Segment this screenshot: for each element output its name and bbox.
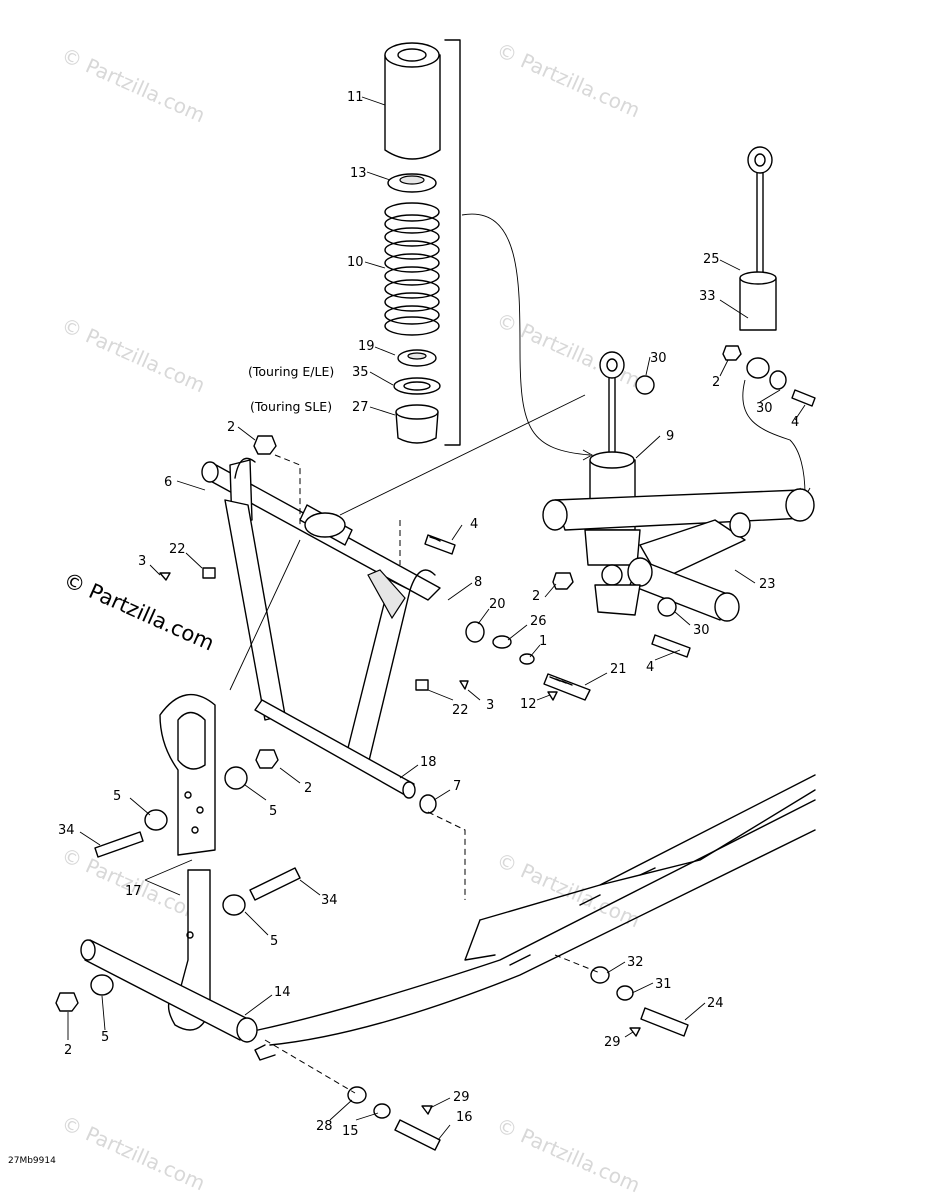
note-touring-ele: (Touring E/LE) bbox=[248, 364, 334, 379]
callout-30: 30 bbox=[650, 351, 667, 366]
coil-spring bbox=[384, 202, 440, 336]
shock-top-eye bbox=[599, 351, 625, 379]
callout-24: 24 bbox=[707, 996, 724, 1011]
callout-34: 34 bbox=[321, 893, 338, 908]
rear-shock bbox=[722, 146, 816, 498]
callout-18: 18 bbox=[420, 755, 437, 770]
bushing bbox=[465, 621, 485, 643]
callout-29: 29 bbox=[453, 1090, 470, 1105]
callout-25: 25 bbox=[703, 252, 720, 267]
callout-22: 22 bbox=[169, 542, 186, 557]
callout-2: 2 bbox=[712, 375, 720, 390]
stack-bracket bbox=[444, 39, 461, 446]
watermark-faint: © Partzilla.com bbox=[493, 308, 644, 393]
callout-16: 16 bbox=[456, 1110, 473, 1125]
callout-30: 30 bbox=[693, 623, 710, 638]
watermark-main: © Partzilla.com bbox=[60, 568, 218, 656]
callout-26: 26 bbox=[530, 614, 547, 629]
link-assembly bbox=[55, 693, 301, 1043]
callout-15: 15 bbox=[342, 1124, 359, 1139]
watermark-faint: © Partzilla.com bbox=[58, 43, 209, 128]
callout-8: 8 bbox=[474, 575, 482, 590]
callout-31: 31 bbox=[655, 977, 672, 992]
shock-body bbox=[739, 277, 777, 331]
callout-4: 4 bbox=[791, 415, 799, 430]
callout-labels: 11 13 10 19 (Touring E/LE) 35 (Touring S… bbox=[58, 90, 799, 1139]
callout-22: 22 bbox=[452, 703, 469, 718]
front-arm-assembly bbox=[159, 394, 591, 900]
note-touring-sle: (Touring SLE) bbox=[250, 399, 332, 414]
callout-5: 5 bbox=[270, 934, 278, 949]
callout-4: 4 bbox=[470, 517, 478, 532]
rear-arm-assembly bbox=[542, 488, 815, 658]
callout-2: 2 bbox=[304, 781, 312, 796]
callout-2: 2 bbox=[532, 589, 540, 604]
callout-20: 20 bbox=[489, 597, 506, 612]
watermark-faint: © Partzilla.com bbox=[493, 38, 644, 123]
arm-right-leg bbox=[344, 579, 411, 766]
nut bbox=[253, 435, 277, 455]
leader-lines bbox=[67, 96, 806, 1141]
callout-2: 2 bbox=[64, 1043, 72, 1058]
bolt bbox=[424, 534, 456, 555]
watermark-faint: © Partzilla.com bbox=[58, 313, 209, 398]
callout-9: 9 bbox=[666, 429, 674, 444]
watermark-faint: © Partzilla.com bbox=[493, 848, 644, 933]
callout-6: 6 bbox=[164, 475, 172, 490]
watermark-faint: © Partzilla.com bbox=[493, 1113, 644, 1198]
callout-3: 3 bbox=[138, 554, 146, 569]
callout-21: 21 bbox=[610, 662, 627, 677]
callout-13: 13 bbox=[350, 166, 367, 181]
callout-11: 11 bbox=[347, 90, 364, 105]
callout-2: 2 bbox=[227, 420, 235, 435]
callout-32: 32 bbox=[627, 955, 644, 970]
callout-10: 10 bbox=[347, 255, 364, 270]
callout-14: 14 bbox=[274, 985, 291, 1000]
slide-rail bbox=[254, 774, 816, 1151]
lower-cross-tube bbox=[254, 699, 415, 796]
grease-fitting bbox=[415, 679, 429, 691]
dust-cover bbox=[384, 54, 441, 160]
callout-27: 27 bbox=[352, 400, 369, 415]
arm-left-leg bbox=[224, 499, 286, 721]
callout-5: 5 bbox=[113, 789, 121, 804]
upper-link bbox=[159, 693, 216, 856]
callout-19: 19 bbox=[358, 339, 375, 354]
callout-30: 30 bbox=[756, 401, 773, 416]
callout-23: 23 bbox=[759, 577, 776, 592]
callout-5: 5 bbox=[101, 1030, 109, 1045]
bolt bbox=[543, 673, 591, 701]
spacer-ring bbox=[393, 377, 441, 395]
callout-1: 1 bbox=[539, 634, 547, 649]
shock-top-eye bbox=[747, 146, 773, 174]
grease-fitting bbox=[202, 567, 216, 579]
preload-adjuster bbox=[395, 411, 439, 444]
callout-35: 35 bbox=[352, 365, 369, 380]
watermark-faint: © Partzilla.com bbox=[58, 1111, 209, 1196]
callout-17: 17 bbox=[125, 884, 142, 899]
callout-29: 29 bbox=[604, 1035, 621, 1050]
callout-34: 34 bbox=[58, 823, 75, 838]
callout-33: 33 bbox=[699, 289, 716, 304]
callout-12: 12 bbox=[520, 697, 537, 712]
callout-3: 3 bbox=[486, 698, 494, 713]
callout-5: 5 bbox=[269, 804, 277, 819]
drawing-code: 27Mb9914 bbox=[8, 1156, 56, 1166]
spring-stack bbox=[384, 39, 593, 461]
callout-28: 28 bbox=[316, 1119, 333, 1134]
callout-7: 7 bbox=[453, 779, 461, 794]
callout-4: 4 bbox=[646, 660, 654, 675]
